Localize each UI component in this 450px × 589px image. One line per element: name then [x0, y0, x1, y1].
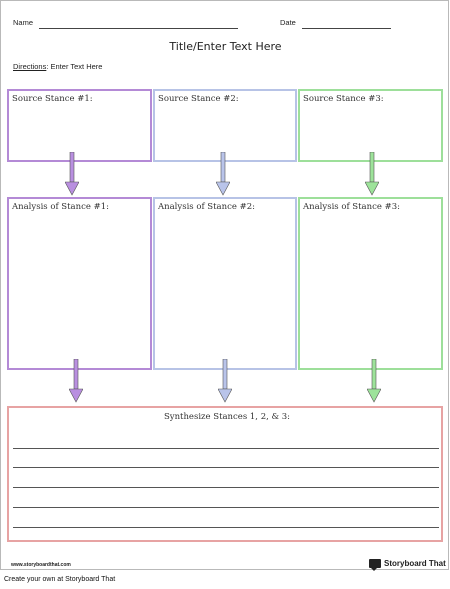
- analysis-stance-3-box[interactable]: Analysis of Stance #3:: [298, 197, 443, 370]
- down-arrow-icon: [218, 359, 232, 403]
- page-title[interactable]: Title/Enter Text Here: [169, 40, 282, 53]
- name-field[interactable]: [39, 28, 238, 29]
- date-field[interactable]: [302, 28, 391, 29]
- analysis-stance-2-label: Analysis of Stance #2:: [158, 202, 255, 212]
- create-link[interactable]: Create your own at Storyboard That: [4, 576, 116, 583]
- worksheet-page: Name Date Title/Enter Text Here Directio…: [0, 0, 449, 571]
- analysis-stance-1-box[interactable]: Analysis of Stance #1:: [7, 197, 152, 370]
- synthesis-label: Synthesize Stances 1, 2, & 3:: [163, 412, 291, 422]
- directions[interactable]: Directions: Enter Text Here: [13, 62, 102, 71]
- footer-url: www.storyboardthat.com: [11, 562, 71, 568]
- directions-label: Directions: [13, 62, 47, 71]
- down-arrow-icon: [65, 152, 79, 196]
- brand-text: Storyboard That: [384, 558, 446, 568]
- writing-line[interactable]: [13, 507, 439, 508]
- source-stance-3-label: Source Stance #3:: [303, 94, 384, 104]
- analysis-stance-1-label: Analysis of Stance #1:: [12, 202, 109, 212]
- writing-line[interactable]: [13, 527, 439, 528]
- source-stance-1-label: Source Stance #1:: [12, 94, 93, 104]
- date-label: Date: [280, 18, 296, 27]
- storyboardthat-logo: Storyboard That: [369, 557, 446, 571]
- down-arrow-icon: [69, 359, 83, 403]
- writing-line[interactable]: [13, 467, 439, 468]
- synthesis-box[interactable]: Synthesize Stances 1, 2, & 3:: [7, 406, 443, 542]
- storyboard-icon: [369, 558, 381, 571]
- writing-line[interactable]: [13, 487, 439, 488]
- directions-text: : Enter Text Here: [46, 62, 103, 71]
- source-stance-2-label: Source Stance #2:: [158, 94, 239, 104]
- down-arrow-icon: [216, 152, 230, 196]
- name-label: Name: [13, 18, 34, 27]
- analysis-stance-3-label: Analysis of Stance #3:: [303, 202, 400, 212]
- source-stance-1-box[interactable]: Source Stance #1:: [7, 89, 152, 162]
- down-arrow-icon: [367, 359, 381, 403]
- analysis-stance-2-box[interactable]: Analysis of Stance #2:: [153, 197, 297, 370]
- down-arrow-icon: [365, 152, 379, 196]
- writing-line[interactable]: [13, 448, 439, 449]
